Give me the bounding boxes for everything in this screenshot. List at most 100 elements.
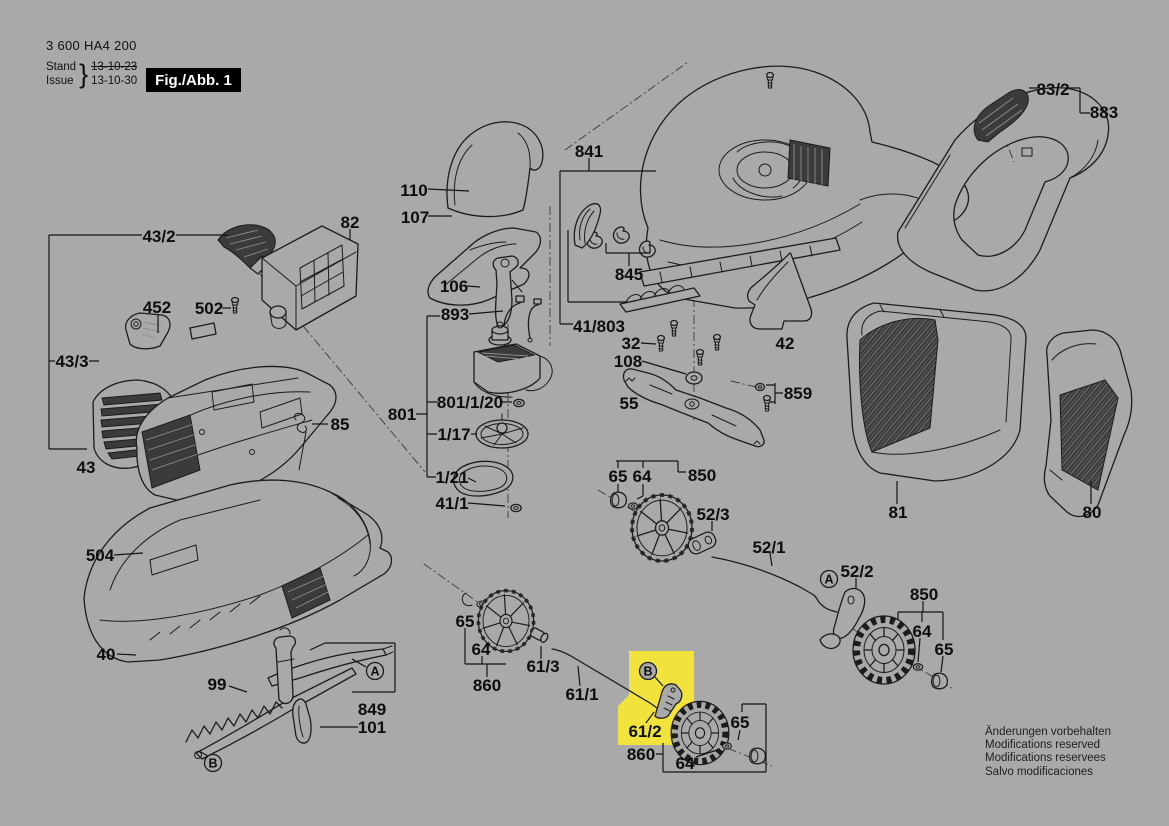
part-label-841[interactable]: 841 xyxy=(575,142,603,161)
part-label-801-1-20[interactable]: 801/1/20 xyxy=(437,393,503,412)
part-label-55[interactable]: 55 xyxy=(620,394,639,413)
part-label-801[interactable]: 801 xyxy=(388,405,416,424)
spring-99-drawing xyxy=(185,701,283,743)
part-label-43-3[interactable]: 43/3 xyxy=(55,352,88,371)
part-label-64-bottom[interactable]: 64 xyxy=(676,754,695,773)
grip-pad-83-2-drawing xyxy=(973,89,1029,143)
part-label-65-right[interactable]: 65 xyxy=(935,640,954,659)
part-label-850-right[interactable]: 850 xyxy=(910,585,938,604)
part-label-101[interactable]: 101 xyxy=(358,718,386,737)
bolt-61-3-drawing xyxy=(529,627,549,643)
screw-502-drawing xyxy=(230,296,240,314)
part-label-106[interactable]: 106 xyxy=(440,277,468,296)
callout-A-handlebar-label: A xyxy=(370,665,379,679)
part-label-893[interactable]: 893 xyxy=(441,305,469,324)
grassbox-81-drawing xyxy=(846,302,1027,482)
chassis-40-drawing xyxy=(83,479,393,663)
part-label-859[interactable]: 859 xyxy=(784,384,812,403)
panel-80-drawing xyxy=(1043,329,1133,518)
part-label-61-2[interactable]: 61/2 xyxy=(628,722,661,741)
part-label-61-3[interactable]: 61/3 xyxy=(526,657,559,676)
notice-line-de: Änderungen vorbehalten xyxy=(985,726,1111,738)
part-label-1-17[interactable]: 1/17 xyxy=(437,425,470,444)
issue-date: 13-10-30 xyxy=(91,75,138,87)
part-label-452[interactable]: 452 xyxy=(143,298,171,317)
part-label-52-1[interactable]: 52/1 xyxy=(752,538,785,557)
part-label-42[interactable]: 42 xyxy=(776,334,795,353)
part-label-41-803[interactable]: 41/803 xyxy=(573,317,625,336)
part-label-1-21[interactable]: 1/21 xyxy=(435,468,468,487)
wheel-850-top-drawing xyxy=(630,493,694,563)
callout-A-lever-label: A xyxy=(824,573,833,587)
callout-A-lever: A xyxy=(819,569,839,589)
blade-55-drawing xyxy=(622,368,765,448)
part-label-504[interactable]: 504 xyxy=(86,546,115,565)
part-label-110[interactable]: 110 xyxy=(400,181,427,200)
part-label-32[interactable]: 32 xyxy=(622,334,641,353)
part-label-85[interactable]: 85 xyxy=(331,415,350,434)
spring-85-drawing xyxy=(293,413,307,471)
callout-B-handlebar: B xyxy=(203,753,223,773)
part-label-65-bottom[interactable]: 65 xyxy=(731,713,750,732)
vane-41-803-drawing xyxy=(573,202,701,313)
part-label-40[interactable]: 40 xyxy=(97,645,116,664)
deflector-42-drawing xyxy=(746,252,813,330)
part-label-61-1[interactable]: 61/1 xyxy=(565,685,598,704)
grip-43-2-drawing xyxy=(217,224,276,275)
part-label-850-top[interactable]: 850 xyxy=(688,466,716,485)
callout-B-bracket-label: B xyxy=(643,665,652,679)
part-label-64-left[interactable]: 64 xyxy=(472,640,491,659)
bracket-106-drawing xyxy=(492,255,523,327)
washer-64-right-drawing xyxy=(912,663,924,671)
part-label-64-right[interactable]: 64 xyxy=(913,622,932,641)
circlip-65-left-drawing xyxy=(461,592,473,607)
part-label-64-top[interactable]: 64 xyxy=(633,467,652,486)
part-label-52-2[interactable]: 52/2 xyxy=(840,562,873,581)
stand-date: 13-10-23 xyxy=(91,61,138,73)
part-label-502[interactable]: 502 xyxy=(195,299,223,318)
part-label-80[interactable]: 80 xyxy=(1083,503,1102,522)
panel-82-drawing xyxy=(261,225,359,331)
lever-52-2-drawing xyxy=(819,587,866,650)
washer-41-1-drawing xyxy=(510,503,522,513)
part-label-108[interactable]: 108 xyxy=(614,352,642,371)
notice-line-fr: Modifications reservees xyxy=(985,752,1106,765)
stand-label: Stand xyxy=(46,61,77,73)
part-label-99[interactable]: 99 xyxy=(208,675,227,694)
deck-841-drawing xyxy=(639,65,970,309)
part-label-43-2[interactable]: 43/2 xyxy=(142,227,175,246)
screws-32-drawing xyxy=(656,319,722,366)
part-label-52-3[interactable]: 52/3 xyxy=(696,505,729,524)
part-label-65-top[interactable]: 65 xyxy=(609,467,628,486)
callout-A-handlebar: A xyxy=(365,661,385,681)
figure-number-box: Fig./Abb. 1 xyxy=(146,68,241,92)
cover-107-drawing xyxy=(427,227,542,306)
part-label-65-left[interactable]: 65 xyxy=(456,612,475,631)
part-number-labels: 110 107 82 43/2 106 452 502 893 43/3 43 … xyxy=(55,80,1118,773)
brace-glyph: } xyxy=(79,58,89,89)
part-label-860-bottom[interactable]: 860 xyxy=(627,745,655,764)
part-label-845[interactable]: 845 xyxy=(615,265,643,284)
part-label-107[interactable]: 107 xyxy=(401,208,429,227)
console-43-drawing xyxy=(135,365,337,503)
part-label-43[interactable]: 43 xyxy=(77,458,96,477)
part-label-41-1[interactable]: 41/1 xyxy=(435,494,468,513)
hood-110-drawing xyxy=(446,121,544,218)
fan-1-17-drawing xyxy=(475,413,529,449)
bracket-61-2-drawing[interactable] xyxy=(654,683,683,719)
part-label-860-left[interactable]: 860 xyxy=(473,676,501,695)
washer-108-drawing xyxy=(685,371,703,385)
part-label-83-2[interactable]: 83/2 xyxy=(1036,80,1069,99)
part-label-883[interactable]: 883 xyxy=(1090,103,1118,122)
figure-header: 3 600 HA4 200 Stand Issue } 13-10-23 13-… xyxy=(46,38,137,88)
wheel-850-right-drawing xyxy=(853,616,915,684)
issue-label: Issue xyxy=(46,75,74,87)
cap-65-top-drawing xyxy=(609,491,628,509)
part-label-81[interactable]: 81 xyxy=(889,503,908,522)
notice-line-en: Modifications reserved xyxy=(985,739,1101,752)
bosch-badge-452-drawing xyxy=(124,312,171,350)
belt-1-21-drawing xyxy=(453,460,514,497)
notice-line-es: Salvo modificaciones xyxy=(985,765,1094,778)
part-label-82[interactable]: 82 xyxy=(341,213,360,232)
part-label-849[interactable]: 849 xyxy=(358,700,386,719)
